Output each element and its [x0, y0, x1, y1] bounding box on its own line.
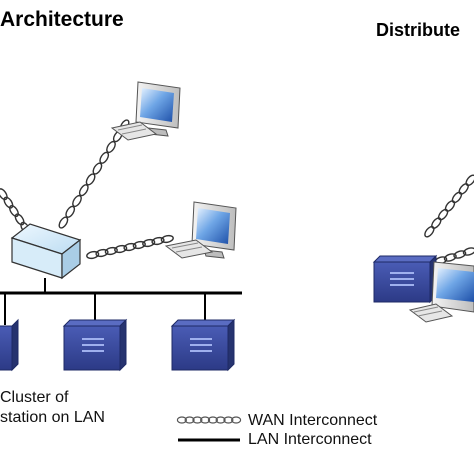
wan-link-segment [151, 236, 165, 246]
wan-link-segment [465, 174, 474, 187]
wan-link-segment [86, 250, 100, 260]
wan-link-segment [462, 247, 474, 256]
left-title: Architecture [0, 8, 124, 31]
wan-link-segment [176, 416, 187, 424]
wan-link-segment [192, 416, 203, 424]
server-1 [0, 318, 19, 372]
workstation-mid [164, 201, 237, 259]
wan-link-segment [431, 217, 442, 229]
right-title: Distribute [376, 20, 461, 40]
wan-link-segment [114, 244, 128, 254]
wan-link-segment [9, 205, 19, 217]
wan-link-segment [451, 191, 463, 204]
wan-link-segment [231, 416, 242, 424]
right-cluster-workstation [408, 261, 474, 323]
wan-link-segment [104, 246, 118, 256]
wan-link-segment [215, 416, 226, 424]
right-cluster-server [372, 254, 438, 304]
wan-link-segment [95, 248, 109, 258]
wan-link-segment [223, 416, 234, 424]
wan-link-segment [85, 173, 96, 186]
wan-link-segment [160, 234, 174, 244]
hub-box [10, 223, 82, 280]
wan-link-segment [444, 200, 456, 212]
wan-link-hub-to-right-workstation [86, 234, 174, 260]
wan-link-segment [437, 208, 449, 221]
workstation-top [110, 81, 181, 141]
wan-link-segment [78, 184, 89, 197]
wan-link-segment [453, 250, 467, 259]
wan-link-segment [200, 416, 211, 424]
wan-link-segment [443, 253, 457, 262]
legend-wan-sample [176, 416, 242, 424]
wan-link-segment [132, 240, 146, 250]
wan-link-segment [142, 238, 156, 248]
wan-link-segment [207, 416, 218, 424]
wan-link-segment [58, 216, 69, 229]
wan-link-segment [0, 188, 8, 201]
wan-link-segment [184, 416, 195, 424]
lan-bus [0, 278, 242, 325]
wan-link-segment [106, 140, 116, 154]
caption-line-2: station on LAN [0, 409, 105, 426]
wan-link-segment [72, 194, 82, 208]
wan-link-segment [14, 213, 25, 226]
legend-wan-label: WAN Interconnect [248, 412, 378, 429]
server-2 [62, 318, 128, 372]
wan-link-segment [458, 183, 469, 195]
caption-line-1: Cluster of [0, 389, 69, 406]
wan-link-segment [3, 196, 14, 209]
wan-link-segment [92, 162, 103, 175]
wan-link-segment [99, 151, 110, 164]
server-3 [170, 318, 236, 372]
wan-link-hub-to-top-workstation [58, 119, 130, 229]
wan-link-hub-to-left-edge [0, 188, 31, 234]
wan-link-segment [65, 205, 76, 218]
wan-link-segment [123, 242, 137, 252]
wan-link-right-cluster [424, 174, 474, 238]
legend-lan-label: LAN Interconnect [248, 431, 372, 448]
wan-link-segment [424, 225, 435, 238]
